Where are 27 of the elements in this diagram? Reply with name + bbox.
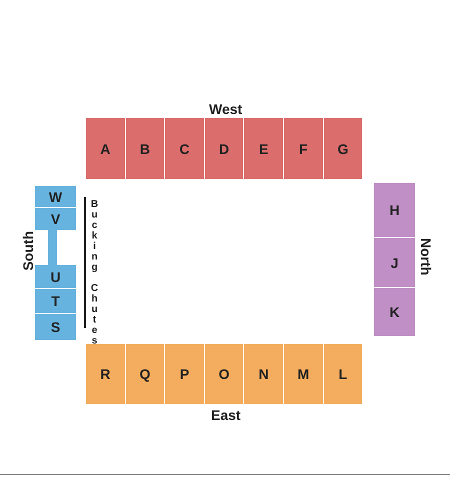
seating-section: T: [35, 289, 76, 313]
seating-section: P: [165, 344, 204, 404]
area-label: Bucking Chutes: [88, 199, 100, 346]
seating-section: J: [374, 238, 415, 287]
seating-section: G: [324, 118, 362, 179]
seating-section: O: [204, 344, 244, 404]
seating-section: F: [284, 118, 323, 179]
seating-section: E: [244, 118, 283, 179]
seating-section: B: [126, 118, 164, 179]
seating-section: W: [35, 186, 76, 207]
compass-label: West: [209, 101, 242, 117]
seating-section: L: [324, 344, 362, 404]
seating-section: K: [374, 288, 415, 336]
compass-label: South: [20, 231, 36, 271]
seating-section: Q: [126, 344, 164, 404]
seating-section: H: [374, 183, 415, 237]
compass-label: North: [418, 238, 434, 276]
seating-section: V: [35, 208, 76, 230]
seating-section: A: [86, 118, 125, 179]
seating-section: U: [35, 265, 76, 288]
compass-label: East: [211, 407, 241, 423]
seating-section: N: [244, 344, 283, 404]
seating-section: C: [165, 118, 204, 179]
seating-section: M: [284, 344, 323, 404]
seating-section: S: [35, 314, 76, 340]
seating-section: R: [86, 344, 125, 404]
seating-section: D: [204, 118, 244, 179]
